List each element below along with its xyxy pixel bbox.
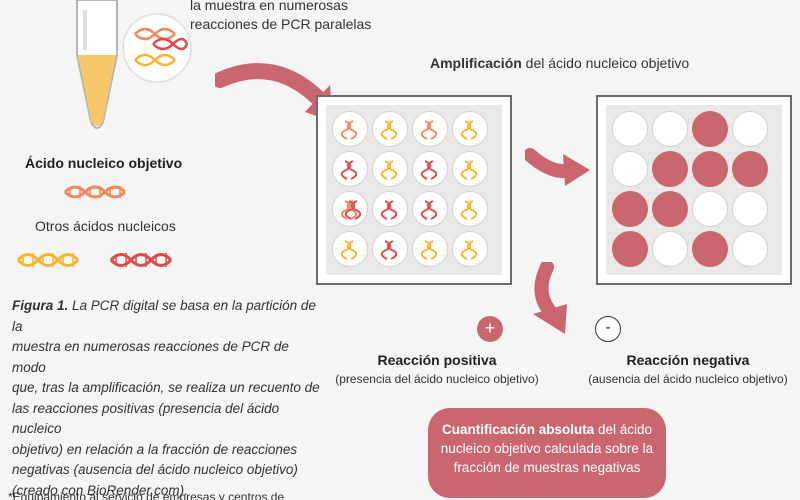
- positive-reaction-title: Reacción positiva: [377, 352, 497, 368]
- dna-red-icon: [152, 37, 189, 51]
- dna-glyph-icon: [420, 120, 438, 140]
- dna-glyph-icon: [420, 200, 438, 220]
- quantification-bold: Cuantificación absoluta: [441, 422, 595, 437]
- result-panel-inner: [606, 105, 782, 275]
- dna-glyph-icon: [420, 240, 438, 260]
- partition-description: la muestra en numerosas reacciones de PC…: [190, 0, 371, 34]
- result-panel: [596, 95, 792, 285]
- negative-reaction-title: Reacción negativa: [626, 352, 750, 368]
- dna-glyph-icon: [380, 160, 398, 180]
- count-arrow: [533, 262, 567, 334]
- reaction-well: [372, 111, 408, 147]
- caption-line-6: negativas (ausencia del ácido nucleico o…: [12, 462, 298, 477]
- reaction-well: [452, 151, 488, 187]
- dna-glyph-icon: [460, 200, 478, 220]
- reaction-well: [332, 231, 368, 267]
- positive-well: [652, 151, 688, 187]
- caption-line-5: objetivo) en relación a la fracción de r…: [12, 441, 298, 457]
- target-nucleic-acid-label: Ácido nucleico objetivo: [25, 155, 183, 171]
- reaction-well: [452, 111, 488, 147]
- reaction-well: [372, 191, 408, 227]
- positive-well: [612, 191, 648, 227]
- footnote: *Equipamiento al servicio de empresas y …: [8, 490, 285, 500]
- dna-glyph-icon: [340, 120, 358, 140]
- figure-caption: Figura 1. La PCR digital se basa en la p…: [12, 296, 322, 500]
- dna-glyph-icon: [340, 200, 362, 220]
- reaction-well: [372, 231, 408, 267]
- negative-well: [732, 231, 768, 267]
- partition-line-1: la muestra en numerosas: [190, 0, 348, 13]
- amplification-rest: del ácido nucleico objetivo: [521, 55, 690, 71]
- negative-reaction: Reacción negativa (ausencia del ácido nu…: [585, 352, 791, 386]
- reaction-well: [412, 231, 448, 267]
- caption-line-3: que, tras la amplificación, se realiza u…: [12, 380, 320, 395]
- positive-well: [692, 111, 728, 147]
- positive-sign-icon: +: [477, 316, 503, 342]
- negative-well: [612, 111, 648, 147]
- positive-well: [652, 191, 688, 227]
- positive-well: [732, 151, 768, 187]
- partition-line-2: reacciones de PCR paralelas: [190, 16, 372, 32]
- other-dna-yellow-icon: [16, 253, 80, 267]
- amplification-arrow: [525, 148, 590, 186]
- absolute-quantification-box: Cuantificación absoluta del ácido nuclei…: [428, 408, 666, 498]
- amplification-title: Amplificación del ácido nucleico objetiv…: [430, 55, 689, 71]
- dna-yellow-icon: [134, 53, 176, 67]
- dna-glyph-icon: [460, 240, 478, 260]
- reaction-well: [412, 191, 448, 227]
- quantification-line-2: nucleico objetivo calculada sobre la: [440, 441, 654, 456]
- dna-glyph-icon: [460, 120, 478, 140]
- negative-sign-icon: -: [595, 316, 621, 342]
- reaction-well: [452, 191, 488, 227]
- dna-glyph-icon: [340, 160, 358, 180]
- negative-well: [652, 111, 688, 147]
- reaction-well: [332, 151, 368, 187]
- caption-line-2: muestra en numerosas reacciones de PCR d…: [12, 339, 289, 375]
- positive-well: [692, 151, 728, 187]
- other-dna-red-icon: [109, 253, 173, 267]
- negative-well: [732, 191, 768, 227]
- quantification-line-3: fracción de muestras negativas: [453, 460, 641, 475]
- positive-reaction: Reacción positiva (presencia del ácido n…: [332, 352, 542, 386]
- dna-orange-icon: [134, 27, 176, 41]
- quantification-line-1: del ácido: [594, 422, 653, 437]
- reaction-well: [412, 111, 448, 147]
- negative-reaction-subtitle: (ausencia del ácido nucleico objetivo): [588, 372, 788, 386]
- reaction-well: [452, 231, 488, 267]
- dna-glyph-icon: [380, 120, 398, 140]
- positive-well: [692, 231, 728, 267]
- target-dna-icon: [63, 185, 127, 199]
- figure-label: Figura 1.: [12, 298, 69, 313]
- caption-line-1: La PCR digital se basa en la partición d…: [12, 298, 316, 334]
- negative-well: [692, 191, 728, 227]
- amplification-bold: Amplificación: [430, 55, 522, 71]
- caption-line-7: (creado con BioRender.com).: [12, 482, 188, 498]
- positive-well: [612, 231, 648, 267]
- other-nucleic-acids-label: Otros ácidos nucleicos: [35, 218, 176, 234]
- reaction-well: [372, 151, 408, 187]
- partition-panel: [316, 95, 512, 285]
- partition-panel-inner: [326, 105, 502, 275]
- reaction-well: [332, 111, 368, 147]
- dna-glyph-icon: [380, 240, 398, 260]
- negative-well: [612, 151, 648, 187]
- dna-glyph-icon: [420, 160, 438, 180]
- dna-glyph-icon: [340, 240, 358, 260]
- negative-well: [652, 231, 688, 267]
- caption-line-4: las reacciones positivas (presencia del …: [12, 400, 280, 437]
- dna-glyph-icon: [460, 160, 478, 180]
- positive-reaction-subtitle: (presencia del ácido nucleico objetivo): [335, 372, 539, 386]
- dna-glyph-icon: [380, 200, 398, 220]
- reaction-well: [412, 151, 448, 187]
- negative-well: [732, 111, 768, 147]
- sample-tube-illustration: [76, 0, 192, 129]
- reaction-well: [332, 191, 368, 227]
